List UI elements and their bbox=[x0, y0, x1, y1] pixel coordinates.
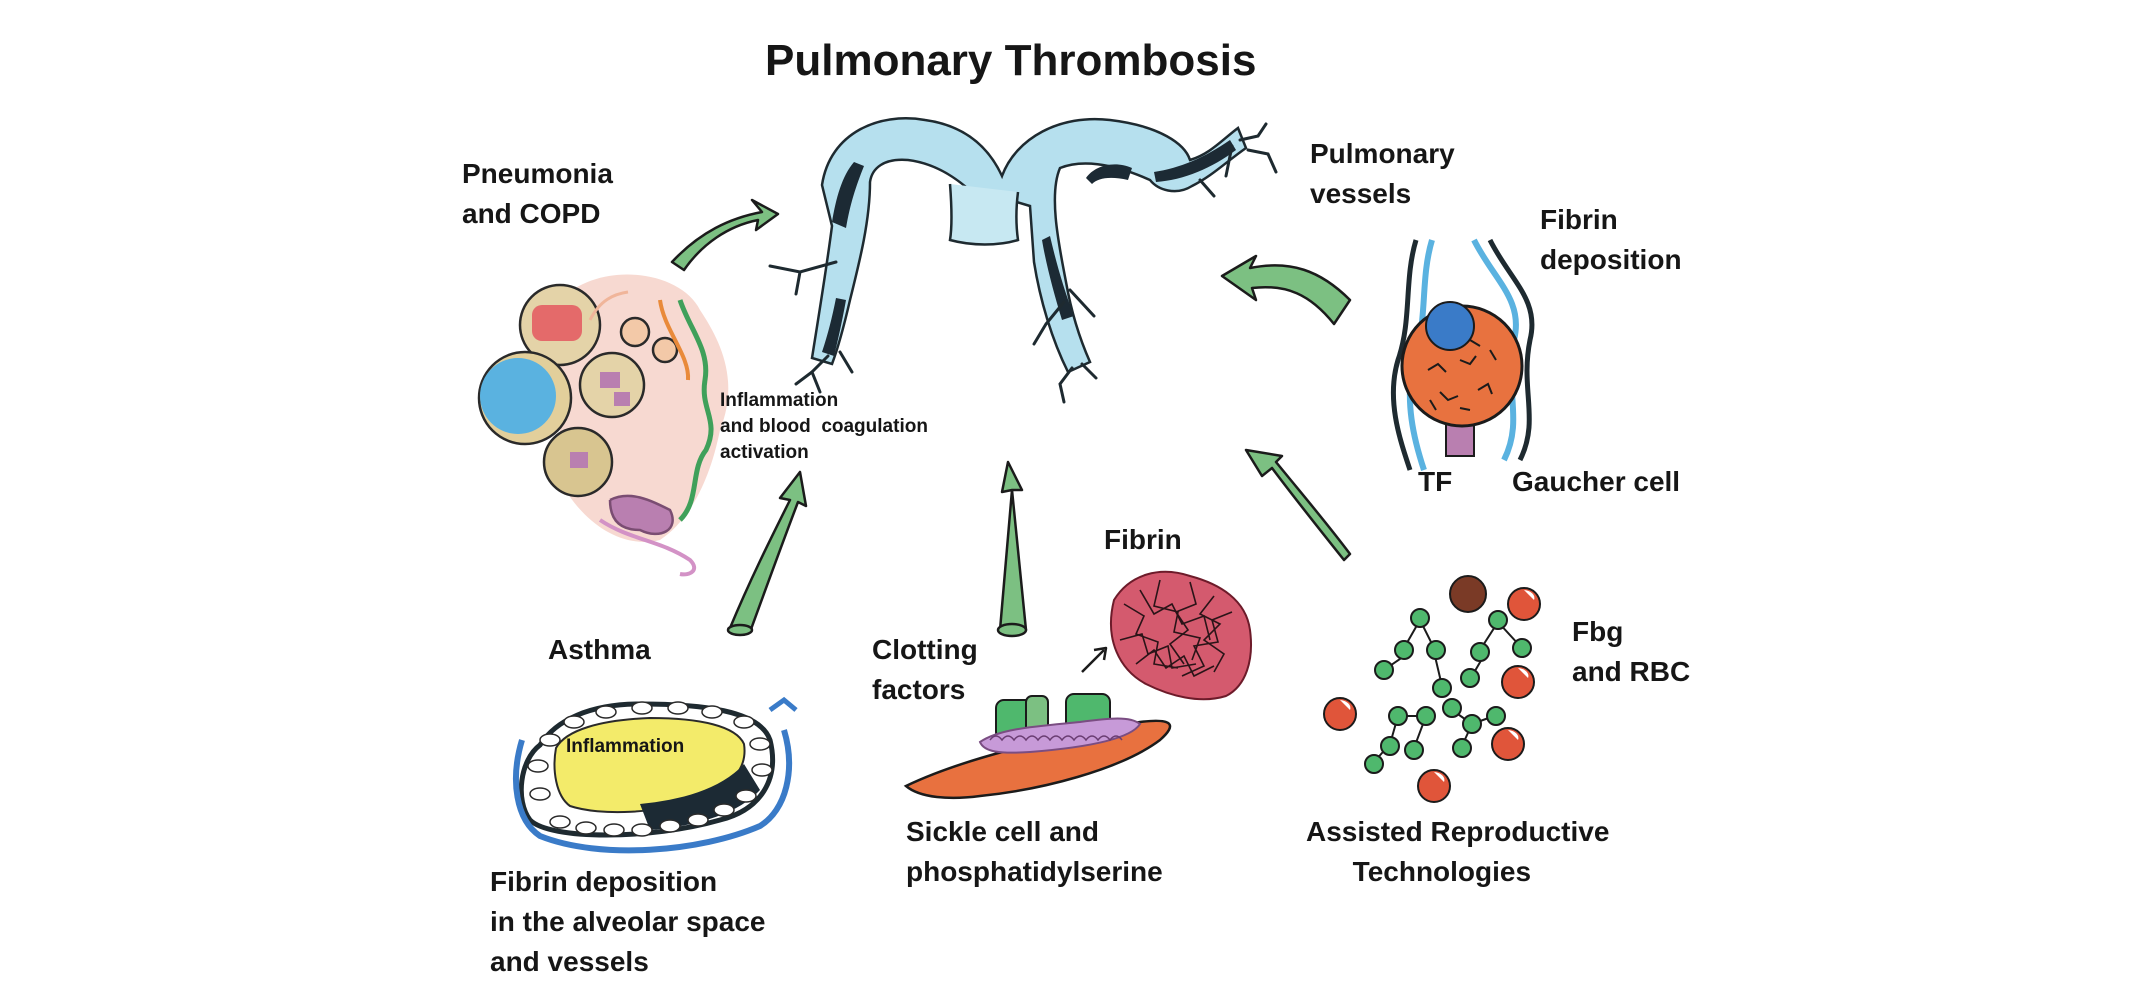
label-gaucher-cell: Gaucher cell bbox=[1512, 466, 1681, 497]
label-pulmonary-vessels: Pulmonary vessels bbox=[1310, 138, 1455, 209]
arrow-sickle-small bbox=[1081, 646, 1108, 673]
arrow-pneumonia bbox=[670, 198, 780, 272]
label-assisted-reproductive: Assisted Reproductive Technologies bbox=[1306, 816, 1610, 887]
label-airway-inflammation: Inflammation bbox=[566, 736, 685, 757]
label-pneumonia: Pneumonia and COPD bbox=[462, 158, 613, 229]
page-title: Pulmonary Thrombosis bbox=[765, 36, 1257, 85]
gaucher-cell-icon bbox=[1390, 238, 1535, 471]
label-fbg-rbc: Fbg and RBC bbox=[1572, 616, 1691, 687]
label-alveolar-fibrin: Fibrin deposition in the alveolar space … bbox=[490, 866, 766, 977]
airway-icon bbox=[513, 696, 798, 854]
arrow-gaucher bbox=[1244, 448, 1352, 562]
label-fibrin-deposition: Fibrin deposition bbox=[1540, 204, 1682, 275]
pulmonary-artery-icon bbox=[768, 117, 1278, 404]
label-asthma: Asthma bbox=[548, 634, 651, 665]
arrow-pulmonary-vessels bbox=[1220, 254, 1352, 326]
sickle-cell-icon bbox=[903, 693, 1172, 800]
label-sickle-cell: Sickle cell and phosphatidylserine bbox=[906, 816, 1163, 887]
arrow-asthma bbox=[726, 470, 808, 637]
label-inflammation-coagulation: Inflammation and blood coagulation activ… bbox=[720, 390, 928, 463]
arrow-clotting bbox=[996, 460, 1028, 638]
label-fibrin: Fibrin bbox=[1104, 524, 1182, 555]
label-tf: TF bbox=[1418, 466, 1453, 497]
fibrin-mesh-icon bbox=[1110, 570, 1252, 701]
fibrinogen-rbc-icon bbox=[1323, 575, 1541, 803]
arrows bbox=[670, 198, 1352, 673]
label-clotting-factors: Clotting factors bbox=[872, 634, 978, 705]
alveoli-cluster-icon bbox=[477, 274, 729, 577]
